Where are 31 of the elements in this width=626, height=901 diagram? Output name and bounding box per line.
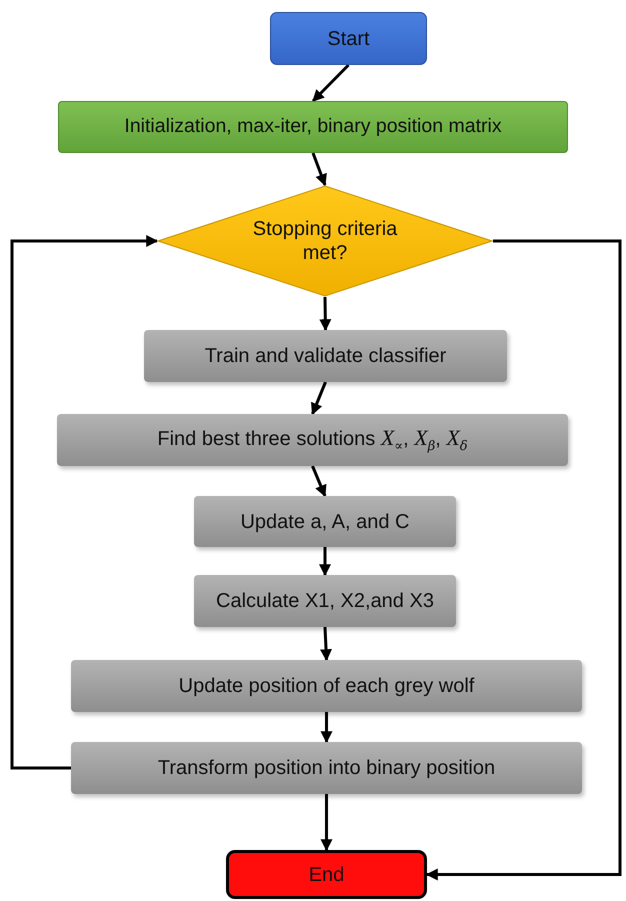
node-label: Calculate X1, X2,and X3 [216,589,434,613]
node-label: Start [327,26,370,50]
process-box [194,496,456,547]
node-label: End [308,862,344,886]
node-label: Update position of each grey wolf [178,674,474,698]
node-label: Find best three solutions X$_{∝}$, X$_{β}$, X$_{δ}$ [157,425,468,455]
arrow [426,240,622,880]
node-label: Train and validate classifier [204,344,446,368]
node-label: Transform position into binary position [158,756,496,780]
process-box [71,660,582,712]
arrow [312,64,350,102]
arrow [312,152,327,186]
arrow [311,465,326,498]
process-box [71,742,582,794]
process-box [57,414,568,466]
end-terminal [226,850,427,899]
arrow [319,547,331,576]
arrow [311,381,327,416]
arrow [320,712,332,744]
node-label: Stopping criteria met? [252,217,398,265]
process-box [194,575,456,627]
arrow [320,794,332,852]
node-label: Initialization, max-iter, binary position matrix [124,115,502,139]
start-terminal [270,12,427,65]
decision-diamond [157,185,493,297]
process-box [144,330,507,382]
arrow [10,235,158,770]
node-label: Update a, A, and C [240,510,410,534]
arrow [320,626,332,662]
process-box [58,101,568,153]
arrow [319,296,332,332]
